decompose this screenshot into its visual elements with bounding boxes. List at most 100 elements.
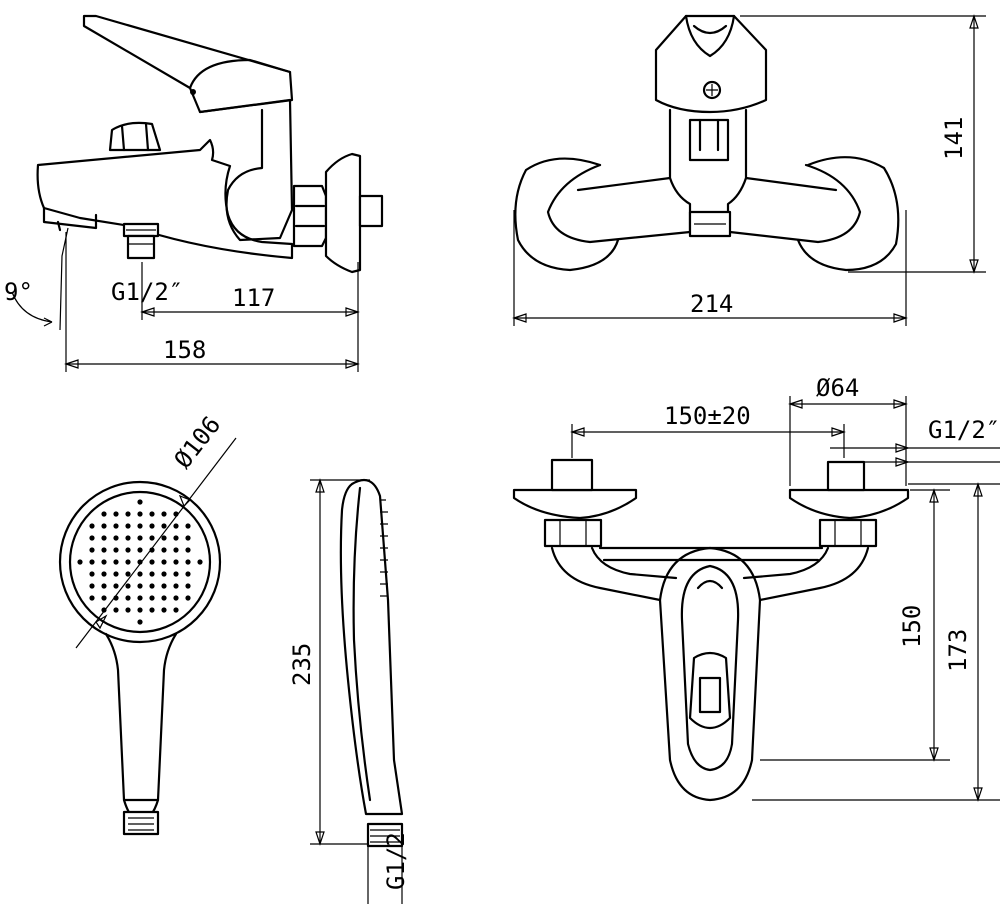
nozzle-dot bbox=[173, 535, 179, 541]
nozzle-dot bbox=[185, 523, 191, 529]
nozzle-dot bbox=[113, 535, 119, 541]
faucet-top-view: 150±20 Ø64 G1/2″ 150 173 bbox=[512, 374, 1000, 802]
nozzle-dot bbox=[149, 547, 155, 553]
thread-label-shower: G1/2 bbox=[382, 832, 410, 890]
nozzle-dot bbox=[173, 511, 179, 517]
nozzle-dot bbox=[161, 511, 167, 517]
nozzle-dot bbox=[101, 571, 107, 577]
nozzle-dot bbox=[101, 607, 107, 613]
nozzle-dot bbox=[149, 607, 155, 613]
nozzle-dot bbox=[137, 523, 143, 529]
nozzle-dot bbox=[101, 583, 107, 589]
dim-214: 214 bbox=[690, 290, 733, 318]
dim-173: 173 bbox=[944, 629, 972, 672]
nozzle-dot bbox=[173, 583, 179, 589]
nozzle-dot bbox=[149, 523, 155, 529]
nozzle-dot bbox=[125, 547, 131, 553]
nozzle-dot bbox=[173, 607, 179, 613]
nozzle-dot bbox=[89, 547, 95, 553]
nozzle-dot bbox=[89, 535, 95, 541]
nozzle-dot bbox=[185, 547, 191, 553]
nozzle-dot bbox=[125, 607, 131, 613]
nozzle-dot bbox=[137, 607, 143, 613]
nozzle-dot bbox=[101, 547, 107, 553]
thread-label-top: G1/2″ bbox=[928, 416, 1000, 444]
nozzle-dot bbox=[113, 607, 119, 613]
angle-label: 9° bbox=[4, 278, 33, 306]
nozzle-dot bbox=[101, 595, 107, 601]
shower-head-front: Ø106 bbox=[58, 411, 237, 836]
nozzle-dot bbox=[137, 535, 143, 541]
nozzle-dot bbox=[149, 535, 155, 541]
nozzle-dot bbox=[137, 511, 143, 517]
nozzle-dot bbox=[125, 595, 131, 601]
nozzle-dot bbox=[137, 583, 143, 589]
nozzle-dot bbox=[125, 571, 131, 577]
nozzle-dot bbox=[149, 595, 155, 601]
nozzle-dot bbox=[113, 571, 119, 577]
nozzle-dot bbox=[185, 535, 191, 541]
nozzle-dot bbox=[149, 559, 155, 565]
nozzle-dot bbox=[125, 559, 131, 565]
nozzle-dot bbox=[89, 595, 95, 601]
nozzle-dot bbox=[185, 595, 191, 601]
nozzle-dot bbox=[173, 559, 179, 565]
nozzle-dot bbox=[137, 559, 143, 565]
nozzle-dot bbox=[161, 571, 167, 577]
nozzle-dot bbox=[89, 523, 95, 529]
nozzle-dot bbox=[101, 535, 107, 541]
dim-117: 117 bbox=[232, 284, 275, 312]
nozzle-dot bbox=[125, 583, 131, 589]
nozzle-dot bbox=[161, 559, 167, 565]
nozzle-dot bbox=[161, 547, 167, 553]
nozzle-dot bbox=[137, 619, 143, 625]
nozzle-dot bbox=[185, 571, 191, 577]
nozzle-dot bbox=[113, 595, 119, 601]
nozzle-dot bbox=[113, 511, 119, 517]
nozzle-dot bbox=[173, 595, 179, 601]
nozzle-dot bbox=[137, 595, 143, 601]
shower-head-side: 235 G1/2 bbox=[288, 478, 410, 904]
nozzle-dot bbox=[149, 511, 155, 517]
thread-label-side: G1/2″ bbox=[111, 278, 183, 306]
dim-106: Ø106 bbox=[169, 411, 227, 474]
nozzle-dot bbox=[89, 571, 95, 577]
nozzle-dot bbox=[161, 535, 167, 541]
nozzle-dot bbox=[185, 583, 191, 589]
nozzle-dot bbox=[137, 547, 143, 553]
nozzle-dot bbox=[149, 583, 155, 589]
nozzle-dot bbox=[113, 523, 119, 529]
dim-150: 150 bbox=[898, 605, 926, 648]
nozzle-dot bbox=[161, 583, 167, 589]
nozzle-dot bbox=[113, 559, 119, 565]
nozzle-dot bbox=[113, 583, 119, 589]
nozzle-dot bbox=[173, 571, 179, 577]
nozzle-dot bbox=[197, 559, 203, 565]
dim-150-20: 150±20 bbox=[664, 402, 751, 430]
faucet-side-view: 9° G1/2″ 117 158 bbox=[4, 14, 384, 372]
nozzle-dot bbox=[125, 523, 131, 529]
nozzle-dot bbox=[185, 559, 191, 565]
nozzle-dot bbox=[161, 607, 167, 613]
nozzle-dot bbox=[149, 571, 155, 577]
dim-158: 158 bbox=[163, 336, 206, 364]
nozzle-dot bbox=[161, 595, 167, 601]
nozzle-dot bbox=[137, 571, 143, 577]
nozzle-dot bbox=[113, 547, 119, 553]
dim-235: 235 bbox=[288, 643, 316, 686]
dim-64: Ø64 bbox=[816, 374, 859, 402]
nozzle-dot bbox=[101, 511, 107, 517]
nozzle-dot bbox=[77, 559, 83, 565]
nozzle-dot bbox=[125, 511, 131, 517]
faucet-front-view: 141 214 bbox=[512, 14, 986, 326]
nozzle-dot bbox=[161, 523, 167, 529]
nozzle-dot bbox=[125, 535, 131, 541]
nozzle-dot bbox=[101, 559, 107, 565]
nozzle-dot bbox=[89, 559, 95, 565]
nozzle-dot bbox=[173, 547, 179, 553]
nozzle-dot bbox=[137, 499, 143, 505]
nozzle-dot bbox=[101, 523, 107, 529]
dim-141: 141 bbox=[940, 117, 968, 160]
nozzle-dot bbox=[89, 583, 95, 589]
